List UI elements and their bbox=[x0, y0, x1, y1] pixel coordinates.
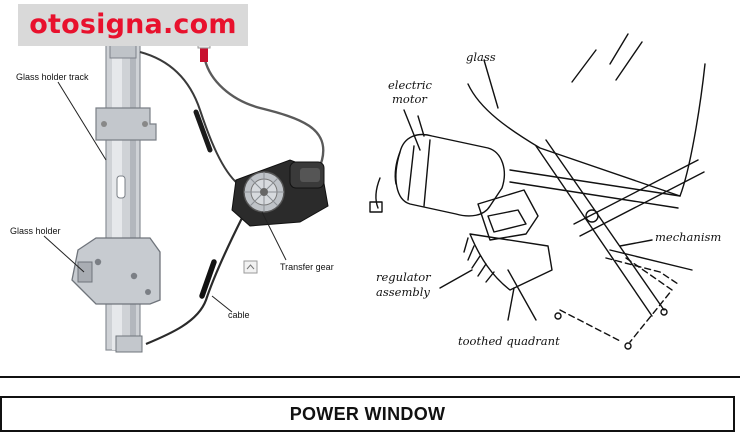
toothed-quadrant bbox=[469, 233, 553, 291]
label-regulator-2: assembly bbox=[376, 285, 430, 299]
label-mechanism: mechanism bbox=[655, 230, 722, 244]
scissor-arm-b bbox=[545, 139, 665, 311]
label-electric-motor-2: motor bbox=[392, 92, 427, 106]
cable-upper bbox=[139, 51, 239, 185]
scissor-arm-a bbox=[509, 169, 681, 197]
scissor-mechanism-drawing bbox=[369, 33, 706, 350]
red-connector bbox=[200, 48, 208, 62]
label-glass-holder-track: Glass holder track bbox=[16, 72, 89, 82]
label-transfer-gear: Transfer gear bbox=[280, 262, 334, 272]
upper-clamp bbox=[95, 107, 157, 141]
label-regulator-1: regulator bbox=[376, 270, 431, 284]
electric-motor-body bbox=[395, 133, 506, 217]
brand-watermark: otosigna.com bbox=[18, 4, 248, 46]
scissor-arm-c bbox=[573, 159, 699, 225]
motor-unit bbox=[231, 159, 329, 227]
footer-banner: POWER WINDOW bbox=[0, 396, 735, 432]
label-glass: glass bbox=[466, 50, 496, 64]
cable-regulator-illustration bbox=[43, 39, 329, 353]
label-toothed-quadrant: toothed quadrant bbox=[458, 334, 560, 348]
glass-pane-outline bbox=[467, 63, 706, 197]
label-glass-holder: Glass holder bbox=[10, 226, 61, 236]
glass-holder-bracket bbox=[71, 237, 161, 305]
label-electric-motor-1: electric bbox=[388, 78, 432, 92]
separator-line bbox=[0, 376, 740, 378]
footer-title: POWER WINDOW bbox=[289, 404, 446, 424]
small-box-icon bbox=[243, 260, 258, 274]
label-cable: cable bbox=[228, 310, 250, 320]
cable-lower bbox=[145, 217, 243, 346]
